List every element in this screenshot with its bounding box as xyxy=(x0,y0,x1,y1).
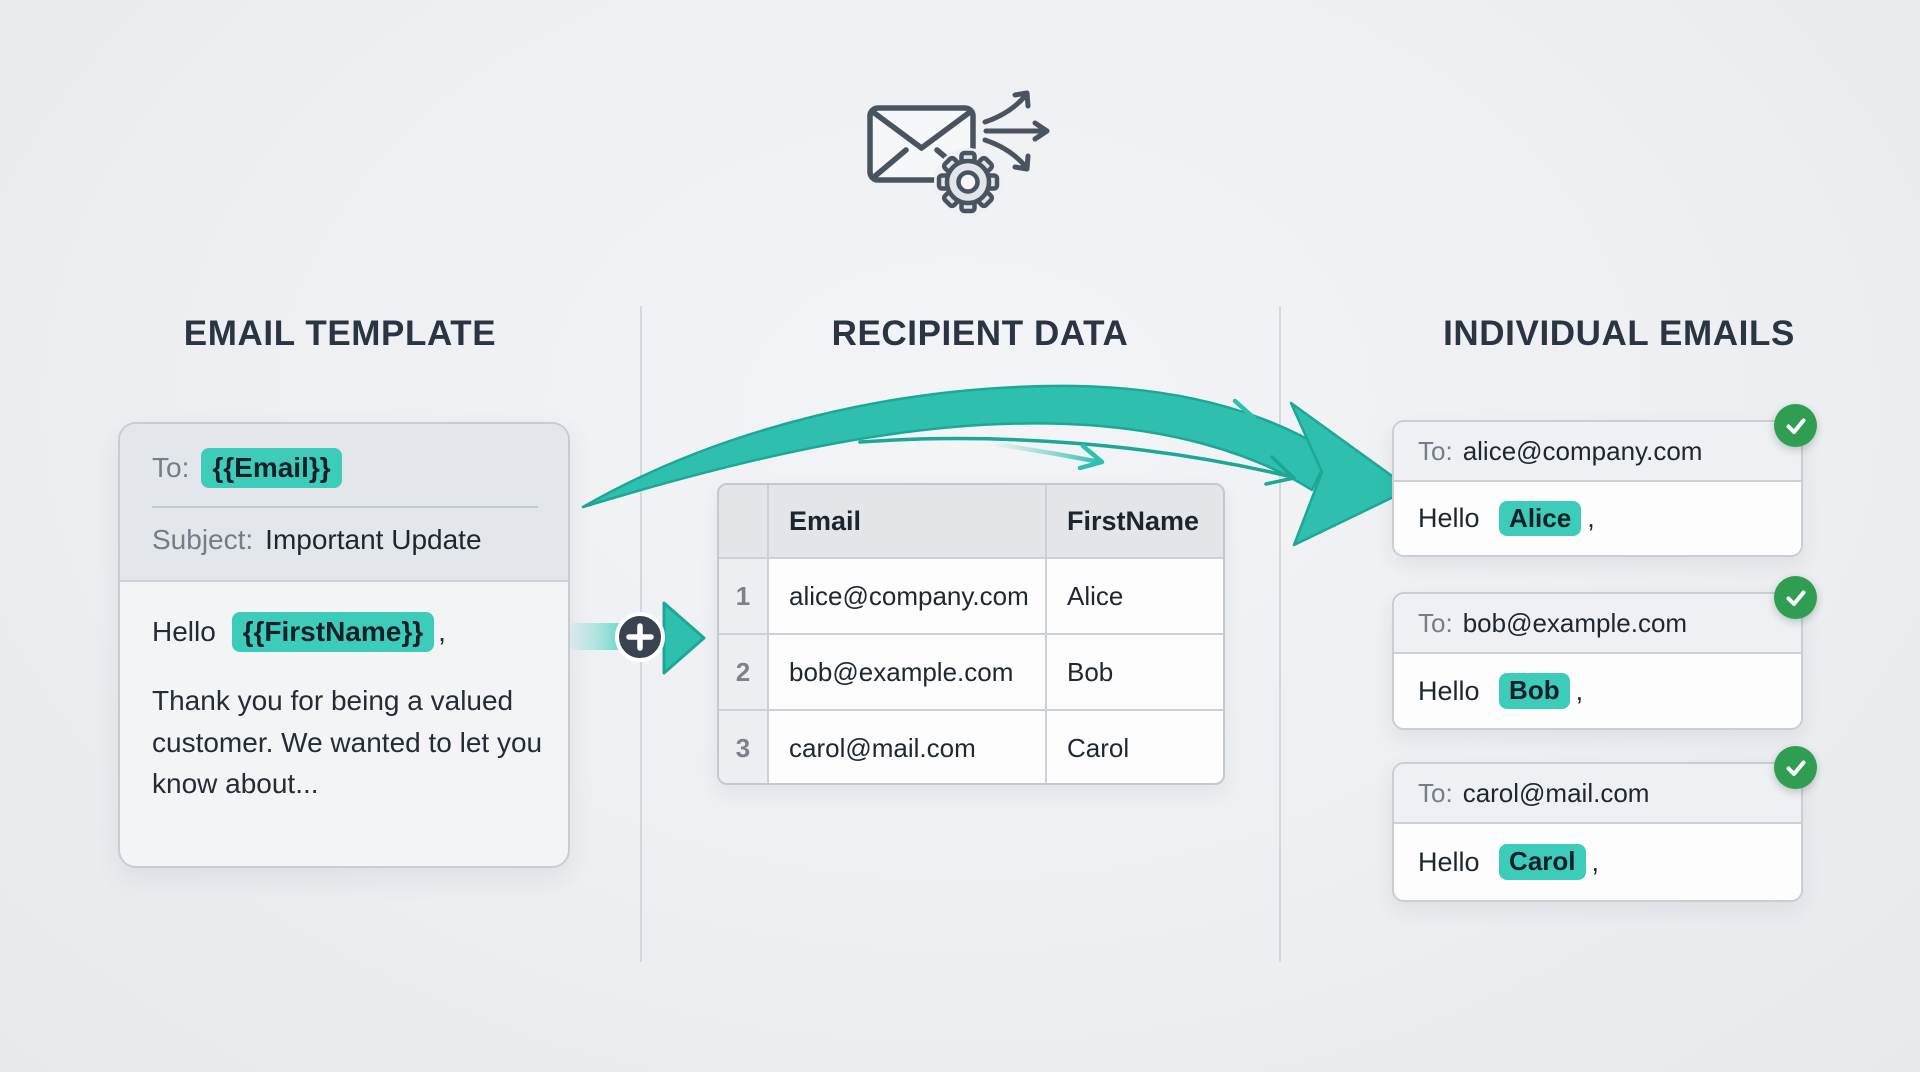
subject-value: Important Update xyxy=(265,524,482,556)
template-subject-line: Subject: Important Update xyxy=(152,524,538,556)
recipient-table: Email FirstName 1 alice@company.com Alic… xyxy=(717,483,1225,785)
greeting-prefix: Hello xyxy=(1418,675,1480,706)
gear-icon xyxy=(934,148,1002,216)
template-body-text: Thank you for being a valued customer. W… xyxy=(152,685,543,800)
heading-email-template: EMAIL TEMPLATE xyxy=(183,314,497,353)
checkmark-icon xyxy=(1786,760,1805,776)
section-divider-right xyxy=(1279,306,1281,962)
individual-email-card: To: carol@mail.com Hello Carol , xyxy=(1392,746,1817,902)
to-label: To: xyxy=(1418,435,1453,466)
email-to-line: To: alice@company.com xyxy=(1394,422,1801,482)
envelope-gear-send-icon xyxy=(867,90,1050,216)
sent-check-badge xyxy=(1774,404,1817,447)
accent-arrow-middle xyxy=(992,441,1105,471)
to-label: To: xyxy=(152,452,190,484)
header-divider xyxy=(152,506,538,509)
checkmark-icon xyxy=(1786,418,1805,434)
row-number: 1 xyxy=(719,559,767,633)
greeting-prefix: Hello xyxy=(152,616,216,648)
cell-firstname: Bob xyxy=(1047,635,1223,709)
cell-email: bob@example.com xyxy=(769,635,1045,709)
greeting-suffix: , xyxy=(1591,846,1600,877)
email-to-line: To: bob@example.com xyxy=(1394,594,1801,654)
cell-email: alice@company.com xyxy=(769,559,1045,633)
sent-check-badge xyxy=(1774,746,1817,789)
template-to-line: To: {{Email}} xyxy=(152,448,538,489)
email-variable-chip: {{Email}} xyxy=(201,448,342,489)
heading-individual-emails: INDIVIDUAL EMAILS xyxy=(1443,314,1795,353)
to-label: To: xyxy=(1418,777,1453,808)
sent-check-badge xyxy=(1774,576,1817,619)
column-header-firstname: FirstName xyxy=(1047,485,1223,557)
email-greeting-line: Hello Alice , xyxy=(1394,482,1801,555)
row-number: 3 xyxy=(719,711,767,783)
merge-plus-icon xyxy=(570,601,706,675)
email-template-card: To: {{Email}} Subject: Important Update … xyxy=(118,422,570,868)
greeting-prefix: Hello xyxy=(1418,503,1480,533)
email-to-line: To: carol@mail.com xyxy=(1394,764,1801,824)
template-body: Hello {{FirstName}} , Thank you for bein… xyxy=(120,582,568,835)
section-divider-left xyxy=(640,306,642,962)
to-address: bob@example.com xyxy=(1462,607,1688,638)
email-greeting-line: Hello Bob , xyxy=(1394,654,1801,728)
to-address: alice@company.com xyxy=(1462,435,1703,466)
individual-email-card: To: bob@example.com Hello Bob , xyxy=(1392,576,1817,730)
cell-firstname: Alice xyxy=(1047,559,1223,633)
subject-label: Subject: xyxy=(152,524,254,556)
merged-name-chip: Alice xyxy=(1499,500,1582,537)
template-header: To: {{Email}} Subject: Important Update xyxy=(120,424,568,582)
greeting-prefix: Hello xyxy=(1418,846,1480,877)
cell-firstname: Carol xyxy=(1047,711,1223,783)
greeting-suffix: , xyxy=(1575,675,1584,706)
table-corner-cell xyxy=(719,485,767,557)
firstname-variable-chip: {{FirstName}} xyxy=(231,612,435,653)
checkmark-icon xyxy=(1786,590,1805,606)
greeting-suffix: , xyxy=(1587,503,1595,533)
merged-name-chip: Carol xyxy=(1499,844,1586,880)
to-label: To: xyxy=(1418,607,1453,638)
column-header-email: Email xyxy=(769,485,1045,557)
cell-email: carol@mail.com xyxy=(769,711,1045,783)
template-greeting: Hello {{FirstName}} , xyxy=(152,612,536,653)
to-address: carol@mail.com xyxy=(1462,777,1650,808)
send-arrows-icon xyxy=(982,90,1050,172)
greeting-suffix: , xyxy=(438,616,446,648)
email-greeting-line: Hello Carol , xyxy=(1394,824,1801,900)
accent-arrow-top xyxy=(1125,388,1257,427)
heading-recipient-data: RECIPIENT DATA xyxy=(831,314,1129,353)
merged-name-chip: Bob xyxy=(1499,673,1570,709)
row-number: 2 xyxy=(719,635,767,709)
individual-email-card: To: alice@company.com Hello Alice , xyxy=(1392,404,1817,557)
